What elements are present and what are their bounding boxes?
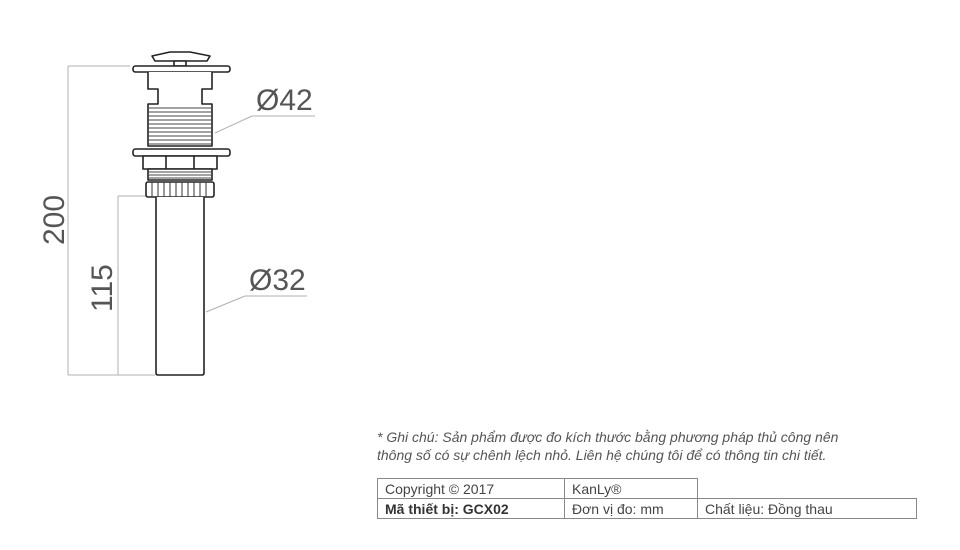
dimension-pipe-diameter: Ø32 [249, 264, 306, 297]
table-row: Mã thiết bị: GCX02 Đơn vị đo: mm Chất li… [377, 498, 917, 519]
note-line-1: * Ghi chú: Sản phẩm được đo kích thước b… [377, 429, 839, 445]
material-cell: Chất liệu: Đồng thau [697, 498, 917, 519]
dimension-lines [67, 65, 315, 376]
unit-cell: Đơn vị đo: mm [564, 498, 698, 519]
copyright-cell: Copyright © 2017 [377, 478, 565, 499]
note-line-2: thông số có sự chênh lệch nhỏ. Liên hệ c… [377, 447, 827, 463]
dimension-total-height: 200 [38, 195, 71, 245]
spec-table: Copyright © 2017 KanLy® Mã thiết bị: GCX… [377, 478, 917, 519]
technical-drawing: 200 115 Ø42 Ø32 [38, 51, 315, 376]
table-row: Copyright © 2017 KanLy® [377, 478, 917, 499]
brand-cell: KanLy® [564, 478, 698, 499]
dimension-pipe-height: 115 [86, 264, 119, 312]
dimension-top-diameter: Ø42 [256, 84, 313, 117]
empty-cell [697, 478, 917, 499]
drain-outline [132, 51, 231, 376]
measurement-note: * Ghi chú: Sản phẩm được đo kích thước b… [377, 428, 957, 464]
thread-lines [148, 107, 212, 179]
product-code-cell: Mã thiết bị: GCX02 [377, 498, 565, 519]
knurl-lines [151, 182, 207, 197]
